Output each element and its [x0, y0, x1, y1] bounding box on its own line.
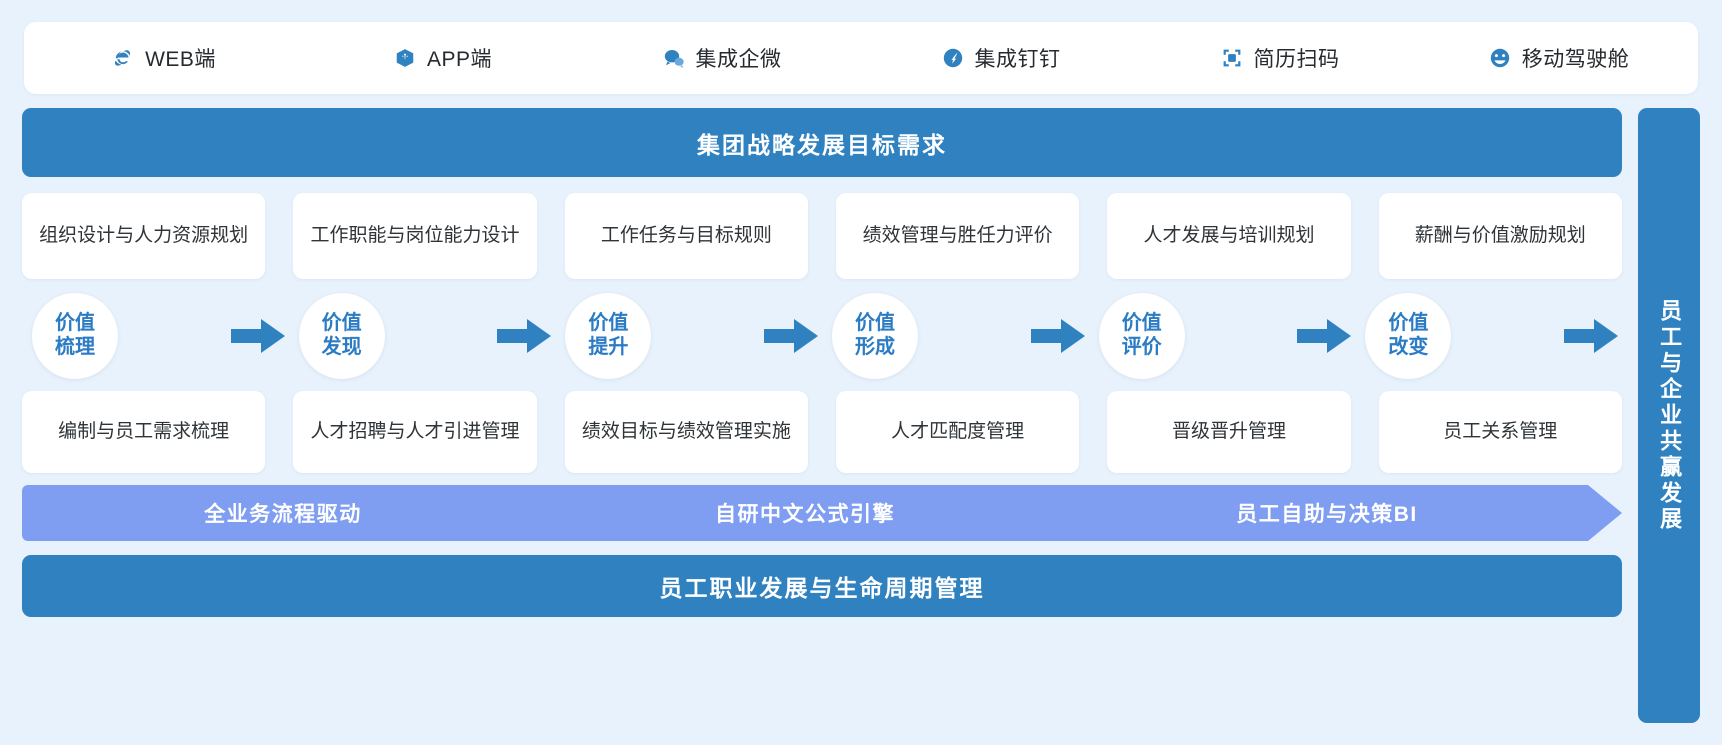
value-stage-cell: 价值 梳理 — [22, 293, 289, 379]
channel-label: 集成企微 — [695, 48, 782, 71]
bottom-card-label: 员工关系管理 — [1443, 420, 1558, 442]
flow-arrow-icon — [229, 317, 287, 355]
value-stage-line1: 价值 — [855, 312, 896, 335]
chevron-item[interactable]: 员工自助与决策BI — [1236, 503, 1418, 526]
value-stage-line2: 梳理 — [55, 336, 95, 358]
flow-arrow-icon — [762, 317, 820, 355]
channel-label: 简历扫码 — [1253, 48, 1340, 71]
value-stage-circle[interactable]: 价值 形成 — [832, 293, 919, 379]
value-stage-line1: 价值 — [588, 312, 629, 335]
chevron-shape — [22, 485, 1622, 541]
bottom-card[interactable]: 人才招聘与人才引进管理 — [293, 391, 537, 473]
bottom-card[interactable]: 人才匹配度管理 — [835, 391, 1080, 473]
value-stage-cell: 价值 提升 — [555, 293, 822, 379]
strategy-header-title: 集团战略发展目标需求 — [697, 131, 947, 158]
value-stage-line1: 价值 — [321, 312, 362, 335]
bottom-card-row: 编制与员工需求梳理 人才招聘与人才引进管理 绩效目标与绩效管理实施 人才匹配度管… — [22, 391, 1622, 473]
value-stage-circle[interactable]: 价值 梳理 — [32, 293, 118, 379]
channel-item-app[interactable]: APP端 — [303, 43, 582, 73]
top-card-label: 组织设计与人力资源规划 — [39, 224, 249, 246]
channel-label: WEB端 — [145, 48, 216, 71]
top-card-label: 工作任务与目标规则 — [600, 224, 772, 246]
value-stage-cell: 价值 形成 — [822, 293, 1089, 379]
bottom-card-label: 人才招聘与人才引进管理 — [310, 420, 520, 442]
qr-scan-icon — [1220, 46, 1244, 70]
dashboard-gauge-icon — [1488, 46, 1512, 70]
top-card-label: 薪酬与价值激励规划 — [1414, 224, 1586, 246]
value-stage-line2: 提升 — [588, 336, 629, 358]
bottom-card-label: 晋级晋升管理 — [1171, 420, 1286, 442]
channel-item-resume-scan[interactable]: 简历扫码 — [1140, 43, 1419, 73]
top-card-label: 绩效管理与胜任力评价 — [862, 224, 1053, 246]
flow-arrow-icon — [1562, 317, 1620, 355]
value-stage-line1: 价值 — [55, 312, 95, 335]
diagram-body: 集团战略发展目标需求 组织设计与人力资源规划 工作职能与岗位能力设计 工作任务与… — [22, 108, 1700, 723]
chevron-item[interactable]: 自研中文公式引擎 — [715, 503, 895, 526]
channel-item-web[interactable]: WEB端 — [24, 43, 303, 73]
value-stage-line2: 形成 — [855, 336, 896, 358]
channel-item-dingtalk[interactable]: 集成钉钉 — [861, 43, 1140, 73]
bottom-card-label: 编制与员工需求梳理 — [58, 420, 230, 442]
win-win-side-title: 员工与企业共赢发展 — [1657, 298, 1683, 533]
top-card-label: 人才发展与培训规划 — [1143, 224, 1315, 246]
bottom-card[interactable]: 编制与员工需求梳理 — [22, 391, 266, 473]
bottom-card-label: 绩效目标与绩效管理实施 — [581, 420, 791, 442]
value-stage-circle[interactable]: 价值 改变 — [1365, 293, 1452, 379]
top-card[interactable]: 组织设计与人力资源规划 — [22, 193, 266, 279]
top-card[interactable]: 薪酬与价值激励规划 — [1378, 193, 1622, 279]
top-card[interactable]: 绩效管理与胜任力评价 — [835, 193, 1080, 279]
side-column: 员工与企业共赢发展 — [1638, 108, 1700, 723]
wecom-chat-icon — [662, 46, 686, 70]
top-card[interactable]: 工作任务与目标规则 — [564, 193, 808, 279]
flow-arrow-icon — [1029, 317, 1087, 355]
channel-bar: WEB端 APP端 集成企微 — [24, 22, 1698, 94]
flow-arrow-icon — [1295, 317, 1353, 355]
app-cube-icon — [393, 46, 417, 70]
value-stage-cell: 价值 改变 — [1355, 293, 1622, 379]
chevron-item[interactable]: 全业务流程驱动 — [204, 503, 362, 526]
dingtalk-icon — [941, 46, 965, 70]
value-stage-line2: 评价 — [1121, 336, 1162, 358]
top-card[interactable]: 人才发展与培训规划 — [1107, 193, 1351, 279]
win-win-side-panel: 员工与企业共赢发展 — [1638, 108, 1700, 723]
channel-label: 移动驾驶舱 — [1521, 48, 1630, 71]
value-stage-circle[interactable]: 价值 提升 — [565, 293, 652, 379]
bottom-card[interactable]: 晋级晋升管理 — [1107, 391, 1351, 473]
bottom-card[interactable]: 员工关系管理 — [1378, 391, 1622, 473]
ie-browser-icon — [111, 46, 135, 70]
lifecycle-footer-title: 员工职业发展与生命周期管理 — [659, 575, 985, 601]
capability-chevron-banner: 全业务流程驱动 自研中文公式引擎 员工自助与决策BI — [22, 485, 1622, 541]
value-stage-cell: 价值 评价 — [1089, 293, 1356, 379]
value-stage-row: 价值 梳理 价值 发现 — [22, 279, 1622, 391]
top-card-label: 工作职能与岗位能力设计 — [310, 224, 520, 246]
top-card[interactable]: 工作职能与岗位能力设计 — [293, 193, 537, 279]
lifecycle-footer-band: 员工职业发展与生命周期管理 — [22, 555, 1622, 617]
value-stage-line1: 价值 — [1388, 312, 1429, 335]
value-stage-line2: 改变 — [1388, 336, 1429, 358]
flow-arrow-icon — [495, 317, 553, 355]
channel-item-wecom[interactable]: 集成企微 — [582, 43, 861, 73]
channel-item-mobile-cockpit[interactable]: 移动驾驶舱 — [1419, 43, 1698, 73]
chevron-items: 全业务流程驱动 自研中文公式引擎 员工自助与决策BI — [22, 498, 1622, 528]
top-card-row: 组织设计与人力资源规划 工作职能与岗位能力设计 工作任务与目标规则 绩效管理与胜… — [22, 193, 1622, 279]
bottom-card-label: 人才匹配度管理 — [891, 420, 1025, 442]
diagram-main-column: 集团战略发展目标需求 组织设计与人力资源规划 工作职能与岗位能力设计 工作任务与… — [22, 108, 1622, 723]
value-stage-cell: 价值 发现 — [289, 293, 556, 379]
strategy-header-band: 集团战略发展目标需求 — [22, 108, 1622, 177]
channel-label: APP端 — [426, 48, 493, 71]
value-stage-circle[interactable]: 价值 发现 — [298, 293, 385, 379]
value-stage-line1: 价值 — [1121, 312, 1162, 335]
channel-label: 集成钉钉 — [974, 48, 1061, 71]
value-stage-circle[interactable]: 价值 评价 — [1098, 293, 1185, 379]
bottom-card[interactable]: 绩效目标与绩效管理实施 — [564, 391, 808, 473]
value-stage-line2: 发现 — [321, 336, 362, 358]
